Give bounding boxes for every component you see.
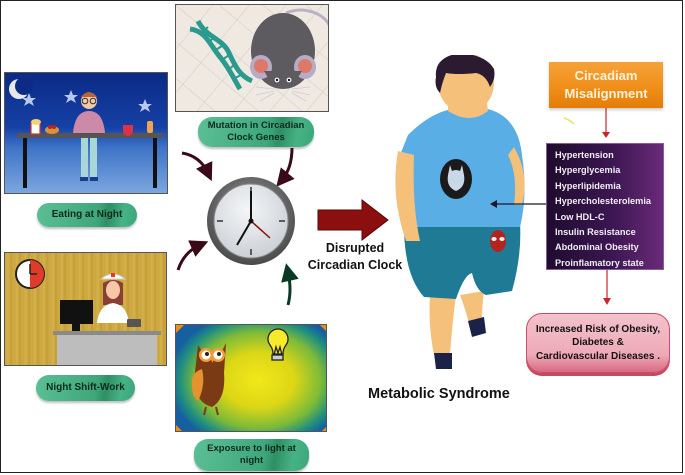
shift-label-text: Night Shift-Work bbox=[46, 381, 125, 393]
phone-icon bbox=[127, 319, 141, 327]
circadian-misalignment-box: Circadiam Misalignment bbox=[549, 62, 663, 108]
arrow-from-shift bbox=[176, 240, 209, 271]
owl-lightbulb-illustration bbox=[176, 325, 326, 431]
condition-item: Insulin Resistance bbox=[555, 226, 636, 237]
conditions-down-arrow bbox=[603, 270, 611, 305]
label-mutation-clock-genes: Mutation in Circadian Clock Genes bbox=[198, 117, 314, 147]
condition-item: Abdominal Obesity bbox=[555, 242, 639, 253]
nurse-icon bbox=[97, 273, 129, 323]
increased-risk-box: Increased Risk of Obesity, Diabetes & Ca… bbox=[526, 313, 670, 373]
monitor-icon bbox=[60, 300, 93, 324]
owl-icon bbox=[191, 343, 226, 416]
eating-label-text: Eating at Night bbox=[51, 208, 123, 220]
condition-item: Hyperglycemia bbox=[555, 165, 621, 176]
eating-at-night-illustration bbox=[9, 77, 163, 188]
spider-mask-patch bbox=[490, 230, 506, 252]
light-panel bbox=[175, 324, 327, 432]
cause-arrows bbox=[176, 147, 299, 306]
mouse-dna-illustration bbox=[176, 5, 328, 111]
arrow-from-eating bbox=[181, 151, 213, 182]
misalignment-line1: Circadiam bbox=[574, 68, 638, 84]
night-shift-illustration bbox=[15, 259, 161, 365]
food-icons bbox=[30, 119, 153, 136]
dna-icon bbox=[189, 19, 254, 91]
mouse-icon bbox=[250, 8, 328, 102]
eating-panel bbox=[4, 72, 168, 194]
star-icons bbox=[22, 90, 152, 112]
conditions-list-box: Hypertension Hyperglycemia Hyperlipidemi… bbox=[546, 143, 664, 270]
lightbulb-icon bbox=[267, 328, 289, 361]
pointer-arrow-to-abdomen bbox=[490, 200, 548, 208]
arrow-from-light bbox=[281, 263, 299, 306]
label-night-shift-work: Night Shift-Work bbox=[36, 375, 135, 401]
table-top bbox=[17, 133, 163, 138]
disrupted-label-line1: Disrupted bbox=[325, 241, 385, 255]
condition-item: Low HDL-C bbox=[555, 211, 605, 222]
mutation-panel bbox=[175, 4, 329, 112]
risk-line3: Cardiovascular Diseases . bbox=[536, 350, 660, 362]
big-red-arrow-icon bbox=[317, 198, 389, 242]
condition-item: Proinflamatory state bbox=[555, 257, 644, 268]
misalignment-down-arrow bbox=[563, 108, 610, 138]
arrow-from-mutation bbox=[276, 147, 295, 187]
condition-item: Hyperlipidemia bbox=[555, 180, 621, 191]
hair bbox=[435, 55, 495, 93]
condition-item: Hypercholesterolemia bbox=[555, 196, 651, 207]
person-icon bbox=[73, 92, 105, 181]
label-eating-at-night: Eating at Night bbox=[37, 203, 137, 227]
obese-person-illustration bbox=[395, 55, 525, 369]
condition-item: Hypertension bbox=[555, 150, 614, 160]
right-shoe bbox=[468, 317, 486, 337]
wall-clock-icon bbox=[15, 259, 45, 289]
disrupted-label-line2: Circadian Clock bbox=[307, 257, 403, 272]
clock-icon bbox=[207, 177, 295, 265]
light-label-text: Exposure to light at night bbox=[207, 443, 296, 466]
mutation-label-text: Mutation in Circadian Clock Genes bbox=[207, 120, 305, 143]
disrupted-clock-label: Disrupted Circadian Clock bbox=[295, 240, 415, 274]
risk-line2: Diabetes & bbox=[572, 337, 624, 349]
moon-icon bbox=[9, 77, 33, 99]
left-shoe bbox=[434, 353, 452, 369]
risk-line1: Increased Risk of Obesity, bbox=[535, 323, 661, 335]
shift-panel bbox=[4, 252, 167, 366]
label-exposure-light-night: Exposure to light at night bbox=[194, 439, 309, 471]
metabolic-syndrome-title: Metabolic Syndrome bbox=[368, 386, 510, 402]
misalignment-line2: Misalignment bbox=[564, 86, 648, 101]
desk bbox=[57, 335, 157, 365]
